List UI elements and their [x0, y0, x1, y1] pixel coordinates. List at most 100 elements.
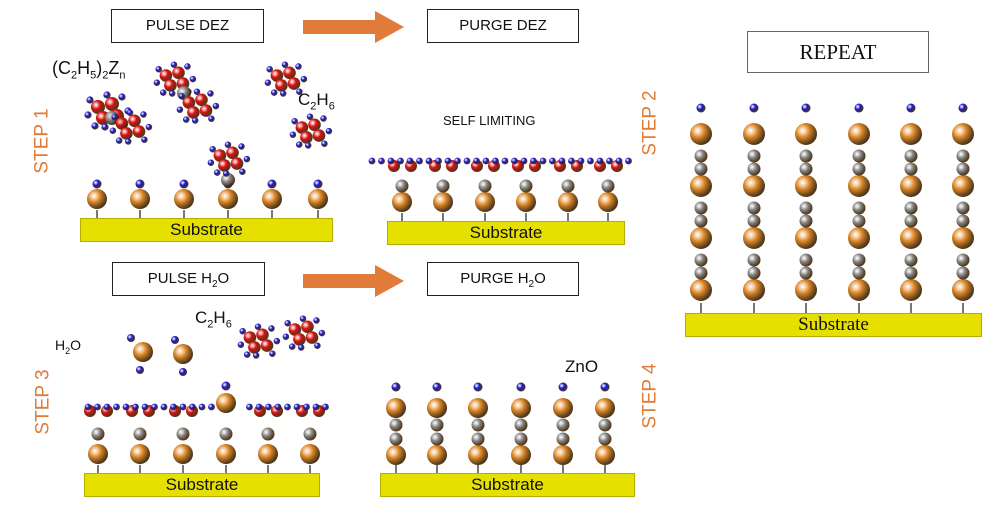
red-atom — [115, 117, 129, 130]
carbon-atom — [747, 253, 761, 267]
hydrogen-atom — [587, 157, 594, 165]
hydrogen-atom — [109, 127, 117, 134]
hydrogen-atom — [600, 382, 610, 392]
hydrogen-atom — [178, 92, 185, 100]
hydrogen-atom — [252, 352, 260, 359]
carbon-atom — [598, 418, 612, 432]
hydrogen-atom — [274, 403, 282, 411]
hydrogen-atom — [501, 157, 509, 165]
red-atom — [308, 118, 321, 132]
hydrogen-atom — [854, 103, 864, 113]
arrow-right-icon — [303, 11, 404, 43]
carbon-atom — [514, 432, 528, 446]
hydrogen-atom — [473, 157, 480, 165]
carbon-atom — [852, 149, 866, 163]
hydrogen-atom — [209, 145, 216, 153]
hydrogen-atom — [221, 381, 231, 391]
red-atom — [243, 331, 257, 344]
hydrogen-atom — [255, 403, 263, 411]
hydrogen-atom — [520, 157, 528, 165]
hydrogen-atom — [295, 63, 302, 70]
hydrogen-atom — [288, 343, 296, 350]
hydrogen-atom — [84, 111, 92, 119]
hydrogen-atom — [297, 344, 305, 351]
hydrogen-atom — [91, 122, 99, 130]
hydrogen-atom — [313, 179, 323, 189]
zinc-atom — [595, 445, 615, 465]
hydrogen-atom — [368, 157, 376, 165]
zinc-atom — [427, 398, 447, 418]
carbon-atom — [799, 253, 813, 267]
carbon-atom — [904, 201, 918, 215]
zinc-atom — [900, 279, 922, 301]
carbon-atom — [430, 418, 444, 432]
zinc-atom — [598, 192, 618, 212]
zinc-atom — [433, 192, 453, 212]
carbon-atom — [904, 214, 918, 228]
hydrogen-atom — [322, 403, 329, 411]
carbon-atom — [694, 201, 708, 215]
zinc-atom — [743, 279, 765, 301]
hydrogen-atom — [596, 157, 604, 165]
pulse-h2o-subscript: 2 — [211, 279, 218, 290]
hydrogen-atom — [189, 403, 196, 411]
hydrogen-atom — [325, 127, 333, 135]
zinc-atom — [743, 123, 765, 145]
red-atom — [105, 97, 119, 111]
red-atom — [288, 323, 302, 336]
hydrogen-atom — [140, 111, 147, 118]
hydrogen-atom — [222, 170, 230, 177]
carbon-atom — [747, 162, 761, 176]
hydrogen-atom — [270, 89, 278, 96]
hydrogen-atom — [321, 140, 328, 147]
hydrogen-atom — [207, 159, 215, 166]
carbon-atom — [904, 149, 918, 163]
water-label: H2O — [55, 337, 82, 356]
hydrogen-atom — [171, 336, 179, 344]
hydrogen-atom — [625, 157, 632, 165]
hydrogen-atom — [179, 368, 187, 376]
zinc-atom — [795, 279, 817, 301]
zinc-atom — [690, 279, 712, 301]
hydrogen-atom — [279, 90, 287, 97]
zinc-atom — [900, 175, 922, 197]
red-atom — [283, 66, 296, 80]
carbon-atom — [747, 201, 761, 215]
substrate-repeat: Substrate — [685, 313, 982, 337]
zinc-atom — [308, 189, 328, 209]
carbon-atom — [389, 418, 403, 432]
carbon-atom — [747, 266, 761, 280]
hydrogen-atom — [243, 351, 251, 358]
zinc-atom — [848, 123, 870, 145]
zinc-atom — [952, 175, 974, 197]
hydrogen-atom — [516, 382, 526, 392]
zinc-atom — [300, 444, 320, 464]
zno-label: ZnO — [565, 357, 599, 376]
hydrogen-atom — [267, 179, 277, 189]
hydrogen-atom — [115, 137, 123, 144]
red-atom — [91, 100, 105, 114]
zinc-atom — [795, 175, 817, 197]
zinc-atom — [795, 227, 817, 249]
carbon-atom — [747, 214, 761, 228]
carbon-atom — [747, 149, 761, 163]
hydrogen-atom — [801, 103, 811, 113]
hydrogen-atom — [606, 157, 613, 165]
red-atom — [248, 341, 261, 354]
zinc-atom — [690, 227, 712, 249]
repeat-label: REPEAT — [799, 40, 877, 64]
zinc-atom — [468, 398, 488, 418]
ethane-label-top: C2H6 — [298, 90, 335, 113]
red-atom — [295, 121, 309, 134]
zinc-atom — [88, 444, 108, 464]
carbon-atom — [219, 427, 233, 441]
zinc-atom — [511, 445, 531, 465]
carbon-atom — [799, 266, 813, 280]
zinc-atom — [900, 227, 922, 249]
hydrogen-atom — [406, 157, 414, 165]
carbon-atom — [852, 201, 866, 215]
hydrogen-atom — [425, 157, 433, 165]
hydrogen-atom — [224, 141, 232, 148]
zinc-atom — [475, 192, 495, 212]
carbon-atom — [694, 162, 708, 176]
